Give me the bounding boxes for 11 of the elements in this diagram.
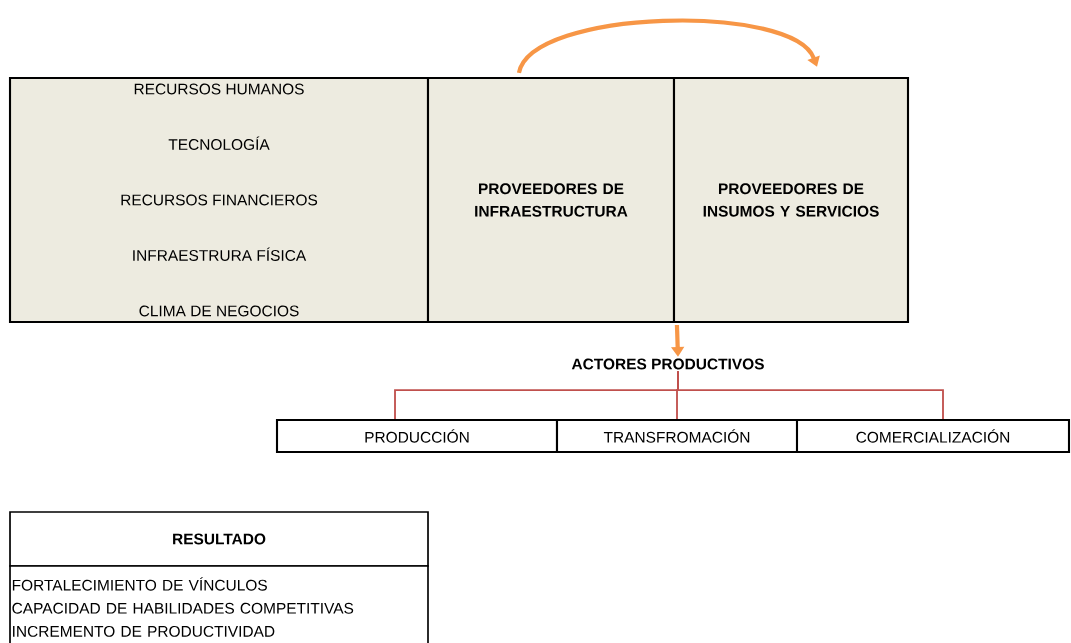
activity-box: TRANSFROMACIÓN [555,418,799,454]
connector-line [677,370,944,420]
header-box: RESULTADO [9,511,429,567]
provider-box: PROVEEDORES DE INFRAESTRUCTURA [426,76,676,324]
heading-text: ACTORES PRODUCTIVOS [571,358,764,370]
curved-arrow [517,18,820,74]
factor-box: RECURSOS HUMANOS TECNOLOGÍA RECURSOS FINANCIEROS INFRAESTRURA FÍSICA CLIMA DE NEGOCIOS [8,76,430,324]
activity-box: PRODUCCIÓN [275,418,559,454]
activity-box: COMERCIALIZACIÓN [795,418,1071,454]
result-box: FORTALECIMIENTO DE VÍNCULOS CAPACIDAD DE HABILIDADES COMPETITIVAS INCREMENTO DE PRODUCTIVIDAD [9,565,429,643]
provider-box: PROVEEDORES DE INSUMOS Y SERVICIOS [672,76,910,324]
